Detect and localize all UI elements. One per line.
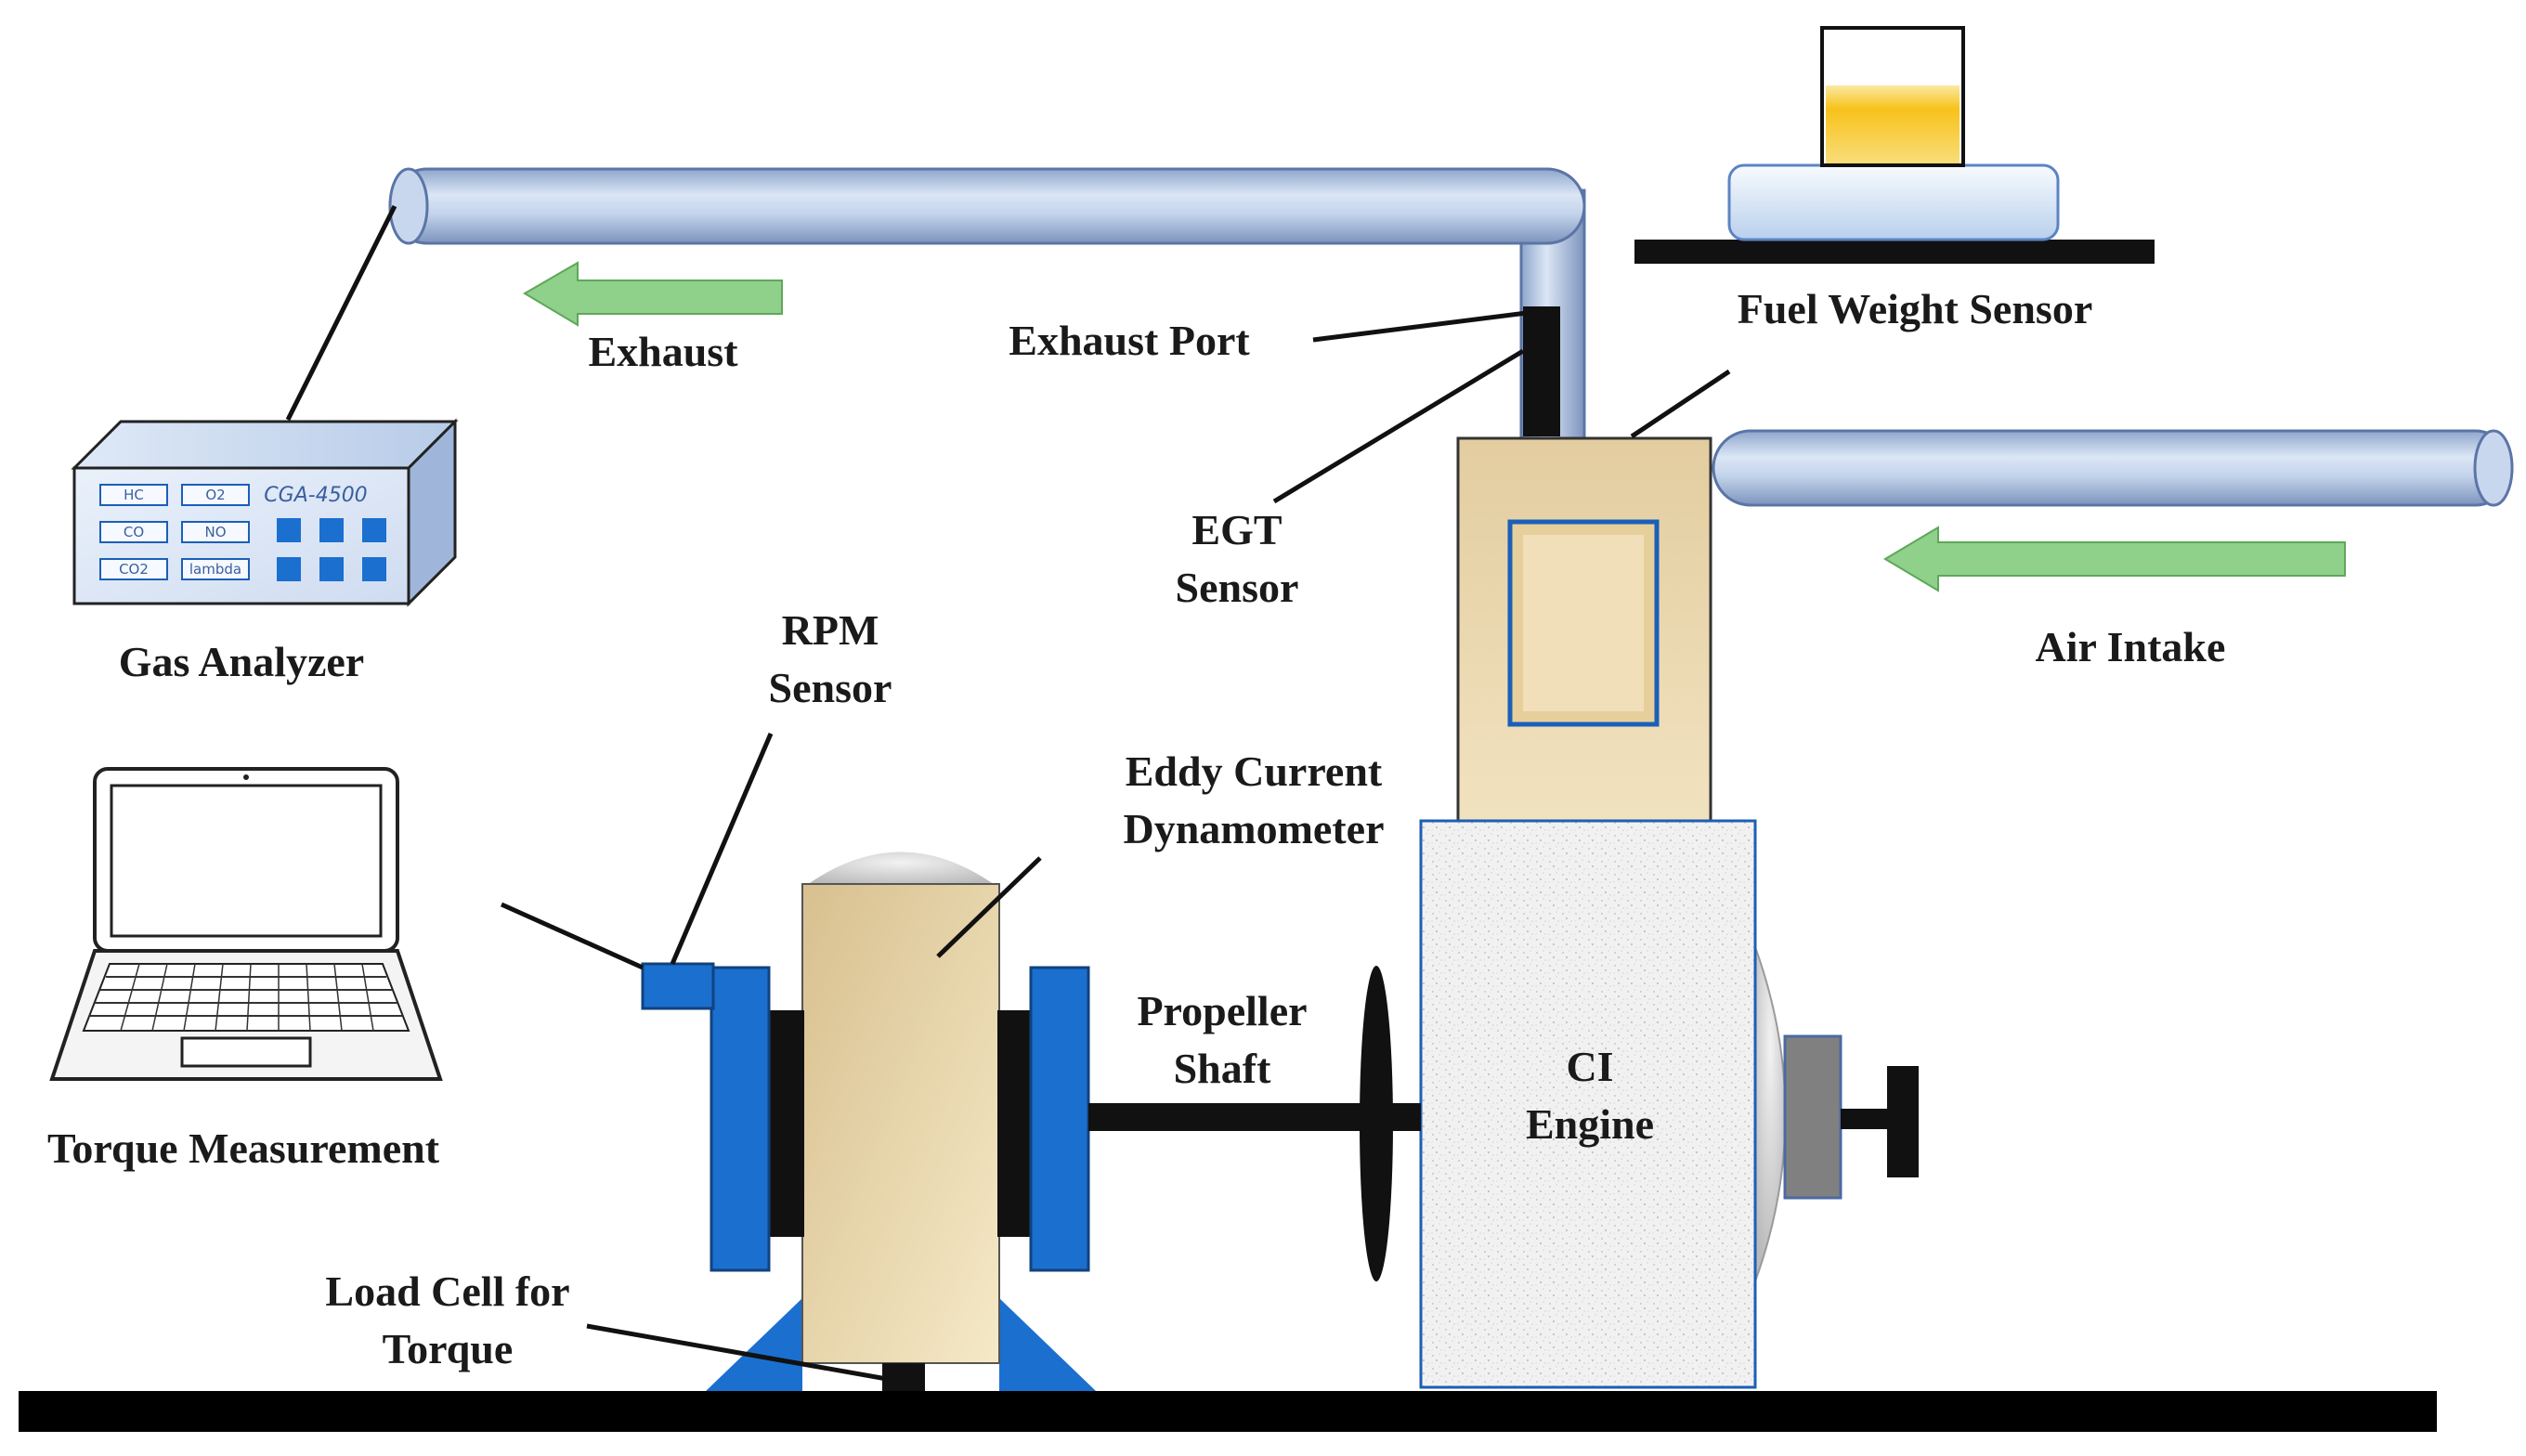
rpm-sensor [641, 962, 715, 1010]
engine-block [1419, 819, 1757, 1389]
fuel-weight-sensor [1634, 26, 2155, 264]
ci-engine [1419, 436, 1919, 1389]
screen-co2: CO2 [119, 561, 149, 578]
label-load-cell-line1: Load Cell for [325, 1268, 569, 1315]
air-intake-flow-arrow [1883, 526, 2346, 592]
label-exhaust-port: Exhaust Port [1009, 317, 1250, 364]
label-egt-sensor-line2: Sensor [1176, 564, 1299, 611]
label-rpm-sensor-line1: RPM [782, 606, 879, 654]
label-propeller-shaft-line1: Propeller [1137, 987, 1307, 1034]
exhaust-flow-arrow [523, 261, 783, 327]
label-torque-measurement: Torque Measurement [47, 1124, 440, 1172]
label-fuel-weight-sensor: Fuel Weight Sensor [1738, 285, 2093, 332]
laptop-icon [49, 767, 443, 1081]
propeller-shaft [1088, 966, 1421, 1281]
screen-o2: O2 [205, 487, 225, 503]
leader-lines [285, 204, 1731, 1384]
air-intake-pipe [1712, 429, 2514, 507]
label-air-intake: Air Intake [2036, 623, 2226, 670]
label-ci-engine-line2: Engine [1526, 1100, 1654, 1148]
label-gas-analyzer: Gas Analyzer [119, 638, 364, 685]
label-egt-sensor-line1: EGT [1191, 506, 1282, 553]
label-eddy-current-line2: Dynamometer [1123, 805, 1384, 852]
label-ci-engine-line1: CI [1566, 1043, 1613, 1090]
analyzer-model-label: CGA-4500 [264, 484, 367, 507]
gas-analyzer: HC O2 CO NO CO2 lambda CGA-4500 [71, 418, 459, 607]
exhaust-port [1523, 306, 1560, 436]
label-eddy-current-line1: Eddy Current [1126, 748, 1383, 795]
screen-lambda: lambda [189, 561, 241, 578]
label-load-cell-line2: Torque [383, 1325, 514, 1372]
screen-co: CO [124, 524, 144, 540]
analyzer-screens: HC O2 CO NO CO2 lambda [99, 484, 250, 580]
fuel-beaker [1820, 26, 1965, 167]
analyzer-keypad [277, 518, 386, 581]
eddy-current-dynamometer [641, 852, 1096, 1391]
screen-no: NO [204, 524, 226, 540]
label-exhaust: Exhaust [588, 328, 738, 375]
screen-hc: HC [124, 487, 144, 503]
label-propeller-shaft-line2: Shaft [1174, 1045, 1271, 1092]
label-rpm-sensor-line2: Sensor [769, 664, 892, 711]
ground-base [19, 1391, 2437, 1432]
